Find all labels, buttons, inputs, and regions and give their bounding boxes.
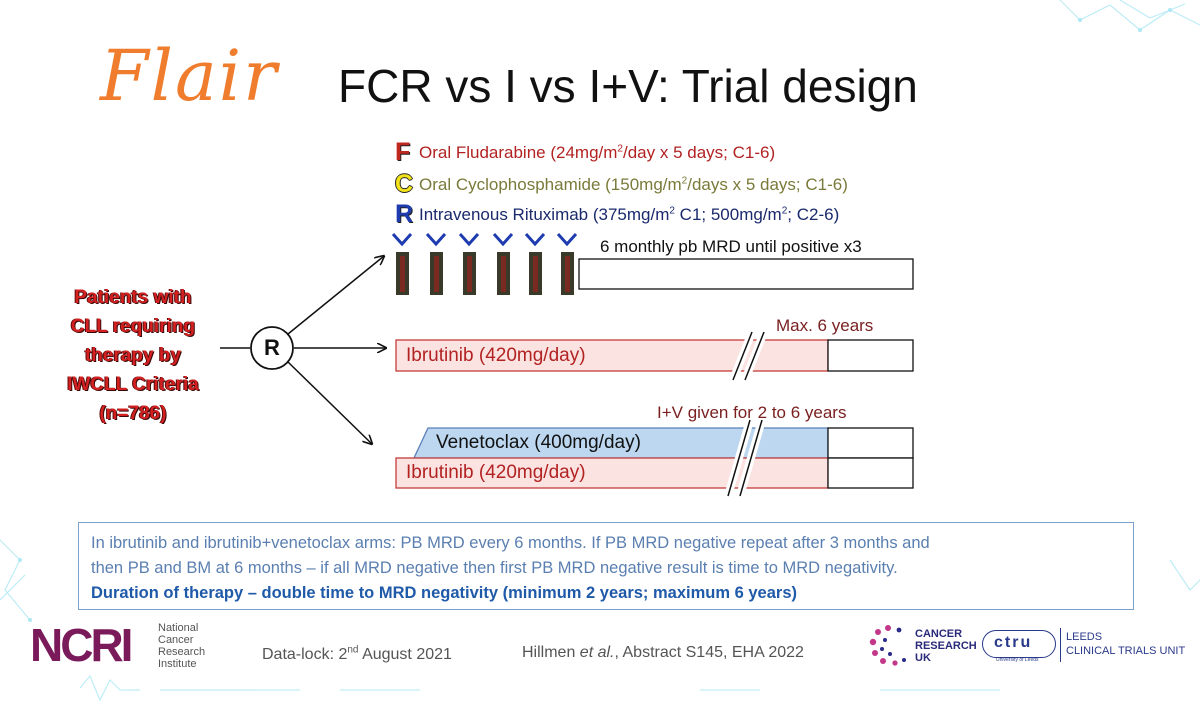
ibrutinib-extension-box	[827, 339, 914, 372]
iv-break-mark	[724, 418, 766, 498]
iv-ibrutinib-extension-box	[827, 457, 914, 489]
ibrutinib-max-duration: Max. 6 years	[776, 316, 874, 335]
cruk-name: CANCER RESEARCH UK	[915, 628, 977, 664]
drug-letter-c: C	[395, 170, 414, 198]
fcr-cycle-1	[391, 232, 413, 295]
ctru-university: University of Leeds	[996, 657, 1039, 663]
iv-ibrutinib-bar	[395, 457, 829, 489]
ibrutinib-break-mark	[729, 330, 768, 382]
leeds-ctu-name: LEEDS CLINICAL TRIALS UNIT	[1066, 631, 1186, 657]
fcr-mrd-label: 6 monthly pb MRD until positive x3	[600, 237, 862, 256]
fcr-cycle-5	[524, 232, 546, 295]
ctru-logo-frame	[982, 630, 1056, 658]
iv-duration-annotation: I+V given for 2 to 6 years	[657, 403, 847, 422]
mrd-note-box: In ibrutinib and ibrutinib+venetoclax ar…	[78, 522, 1134, 610]
cruk-logo-icon	[869, 625, 906, 666]
fcr-mrd-box	[578, 258, 914, 290]
flair-logo: Flair	[100, 35, 279, 117]
page-title: FCR vs I vs I+V: Trial design	[338, 60, 918, 112]
ctru-logo: ctru	[994, 634, 1033, 651]
arrow-to-fcr-arm	[287, 256, 384, 335]
citation: Hillmen et al., Abstract S145, EHA 2022	[522, 644, 804, 661]
fcr-cycle-2	[425, 232, 447, 295]
ncri-name: National Cancer Research Institute	[158, 622, 206, 670]
venetoclax-label: Venetoclax (400mg/day)	[436, 432, 641, 453]
patients-description: Patients with CLL requiring therapy by I…	[67, 287, 199, 424]
ncri-logo: NCRI	[30, 619, 133, 671]
randomise-circle	[250, 326, 294, 370]
drug-letter-r: R	[395, 200, 414, 228]
logo-divider	[1060, 628, 1061, 662]
fcr-cycle-3	[458, 232, 480, 295]
venetoclax-extension-box	[827, 427, 914, 459]
arrow-to-iv-arm	[287, 361, 372, 444]
iv-ibrutinib-label: Ibrutinib (420mg/day)	[406, 462, 586, 483]
randomise-label: R	[264, 335, 280, 360]
drug-letter-f: F	[395, 138, 411, 166]
fcr-cycle-4	[492, 232, 514, 295]
fcr-cycle-6	[556, 232, 578, 295]
data-lock-date: Data-lock: 2nd August 2021	[262, 644, 452, 663]
fcr-cycles	[391, 232, 578, 295]
ibrutinib-label: Ibrutinib (420mg/day)	[406, 345, 586, 366]
